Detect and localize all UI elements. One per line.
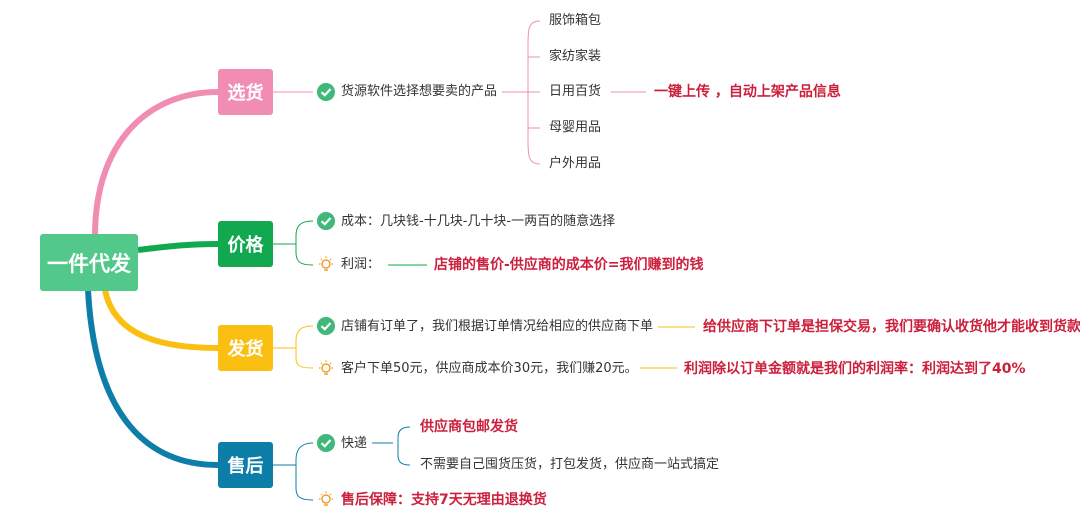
branch-label: 发货	[227, 339, 264, 360]
check-icon	[317, 83, 335, 101]
branch-xuanhuo[interactable]: 选货	[218, 69, 273, 115]
topic-text: 售后保障：支持7天无理由退换货	[341, 492, 547, 508]
branch-jiage[interactable]: 价格	[218, 221, 273, 267]
root-label: 一件代发	[47, 251, 131, 276]
sub-topic: 不需要自己囤货压货，打包发货，供应商一站式搞定	[420, 457, 720, 472]
bulb-icon	[317, 255, 335, 273]
check-icon	[317, 317, 335, 335]
branch-label: 选货	[227, 83, 264, 104]
bulb-icon	[317, 490, 335, 508]
sub-topic: 供应商包邮发货	[420, 419, 518, 435]
topic-text: 货源软件选择想要卖的产品	[341, 84, 498, 99]
topic-text: 成本：几块钱-十几块-几十块-一两百的随意选择	[341, 214, 616, 229]
sub-topic: 服饰箱包	[549, 13, 602, 28]
sub-topic: 日用百货	[549, 84, 602, 99]
sub-topic: 母婴用品	[549, 120, 602, 135]
branch-fahuo[interactable]: 发货	[218, 325, 273, 371]
root-node[interactable]: 一件代发	[40, 234, 138, 291]
branch-shouhou[interactable]: 售后	[218, 442, 273, 488]
topic-text: 客户下单50元，供应商成本价30元，我们赚20元。	[341, 361, 638, 376]
check-icon	[317, 212, 335, 230]
topic-text: 店铺有订单了，我们根据订单情况给相应的供应商下单	[341, 319, 654, 334]
check-icon	[317, 434, 335, 452]
topic-text: 利润：	[341, 257, 381, 272]
note-text: 一键上传 ，自动上架产品信息	[654, 84, 841, 100]
sub-topic: 家纺家装	[549, 49, 602, 64]
note-text: 给供应商下订单是担保交易，我们要确认收货他才能收到货款	[703, 319, 1080, 335]
branch-label: 售后	[227, 456, 264, 477]
branch-label: 价格	[227, 235, 264, 256]
note-text: 店铺的售价-供应商的成本价=我们赚到的钱	[434, 257, 704, 273]
topic-text: 快递	[341, 436, 368, 451]
bulb-icon	[317, 359, 335, 377]
sub-topic: 户外用品	[549, 156, 602, 171]
note-text: 利润除以订单金额就是我们的利润率：利润达到了40%	[684, 361, 1026, 377]
